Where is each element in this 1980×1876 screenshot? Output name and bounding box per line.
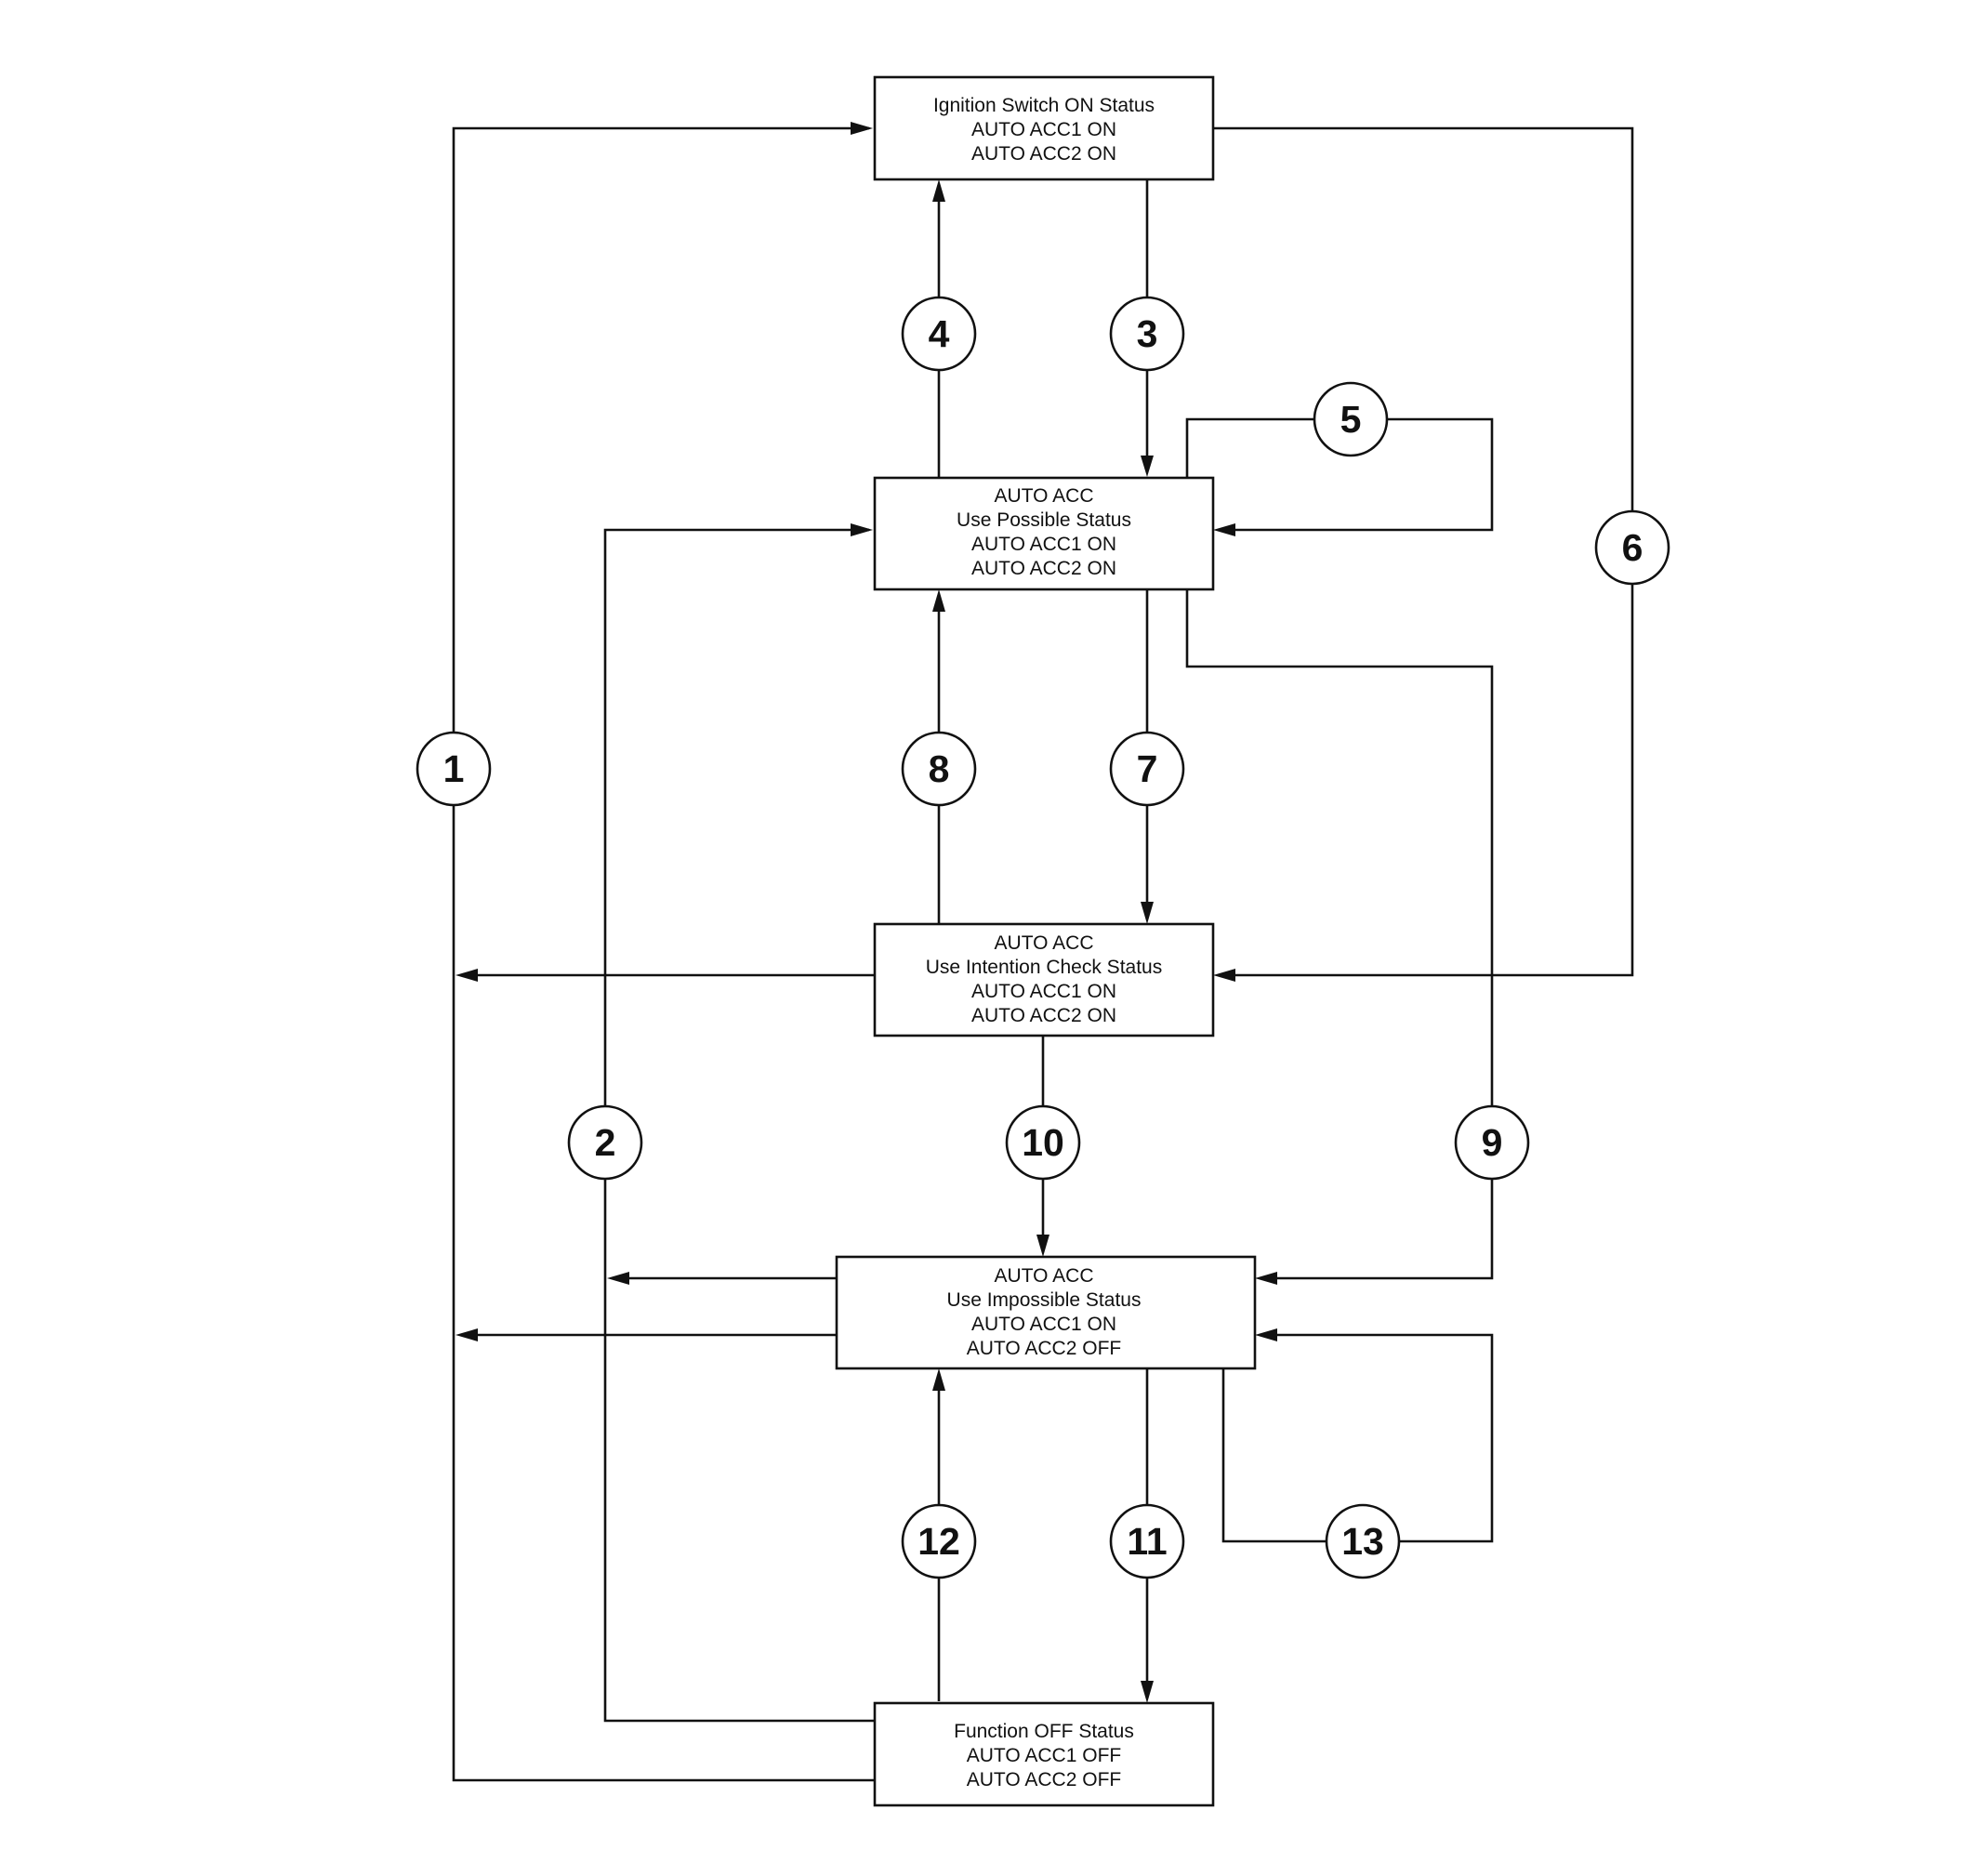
state-use-impossible-line-2: Use Impossible Status	[947, 1289, 1142, 1311]
state-use-possible: AUTO ACC Use Possible Status AUTO ACC1 O…	[873, 476, 1215, 591]
transition-label-5: 5	[1340, 398, 1362, 441]
state-intention-check-line-4: AUTO ACC2 ON	[971, 1005, 1116, 1026]
transition-line-2	[603, 528, 875, 1723]
transition-marker-6: 6	[1594, 509, 1670, 586]
transition-marker-10: 10	[1005, 1104, 1081, 1181]
state-use-possible-line-4: AUTO ACC2 ON	[971, 558, 1116, 579]
state-use-possible-line-3: AUTO ACC1 ON	[971, 534, 1116, 555]
arrowhead-right-ignition	[851, 122, 873, 135]
transition-label-6: 6	[1622, 526, 1643, 569]
state-function-off-line-3: AUTO ACC2 OFF	[967, 1769, 1121, 1790]
arrowhead-up-ignition	[932, 179, 945, 202]
transition-label-4: 4	[929, 312, 950, 355]
transition-label-9: 9	[1482, 1121, 1503, 1164]
arrowhead-left-intention	[1213, 969, 1235, 982]
state-function-off-line-2: AUTO ACC1 OFF	[967, 1745, 1121, 1766]
transition-marker-2: 2	[567, 1104, 643, 1181]
transition-marker-11: 11	[1109, 1503, 1185, 1579]
arrowhead-up-use-impossible	[932, 1368, 945, 1391]
transition-label-1: 1	[443, 747, 465, 790]
transition-label-2: 2	[595, 1121, 616, 1164]
transition-label-13: 13	[1341, 1520, 1384, 1563]
transition-marker-7: 7	[1109, 731, 1185, 807]
transition-line-5	[1185, 417, 1494, 532]
state-use-impossible: AUTO ACC Use Impossible Status AUTO ACC1…	[835, 1255, 1257, 1370]
arrowhead-left-use-possible	[1213, 523, 1235, 536]
state-use-impossible-line-4: AUTO ACC2 OFF	[967, 1338, 1121, 1359]
arrowhead-left-use-impossible-13	[1255, 1328, 1277, 1341]
state-intention-check: AUTO ACC Use Intention Check Status AUTO…	[873, 922, 1215, 1037]
state-ignition-on-line-2: AUTO ACC1 ON	[971, 119, 1116, 140]
transition-line-13	[1221, 1333, 1494, 1543]
state-intention-check-line-2: Use Intention Check Status	[926, 957, 1162, 978]
transition-marker-9: 9	[1454, 1104, 1530, 1181]
transition-marker-5: 5	[1313, 381, 1389, 457]
transition-label-12: 12	[917, 1520, 960, 1563]
arrowhead-down-use-impossible	[1036, 1235, 1049, 1257]
arrowhead-left-use-impossible-9	[1255, 1272, 1277, 1285]
state-use-impossible-line-3: AUTO ACC1 ON	[971, 1314, 1116, 1335]
arrowhead-left-trunk1-upper	[455, 969, 478, 982]
arrowhead-up-use-possible	[932, 589, 945, 612]
arrowhead-right-use-possible	[851, 523, 873, 536]
transition-line-6	[1212, 126, 1634, 977]
transition-label-8: 8	[929, 747, 950, 790]
transition-label-10: 10	[1022, 1121, 1064, 1164]
state-use-impossible-line-1: AUTO ACC	[995, 1265, 1094, 1287]
transition-label-7: 7	[1137, 747, 1158, 790]
arrowheads	[455, 122, 1277, 1703]
transition-marker-3: 3	[1109, 296, 1185, 372]
transition-markers: 1 2 3 4 5 6 7 8	[416, 296, 1670, 1579]
arrowhead-down-intention	[1141, 902, 1154, 924]
state-use-possible-line-1: AUTO ACC	[995, 485, 1094, 507]
transition-marker-4: 4	[901, 296, 977, 372]
state-function-off: Function OFF Status AUTO ACC1 OFF AUTO A…	[873, 1701, 1215, 1807]
state-function-off-line-1: Function OFF Status	[954, 1721, 1134, 1742]
state-intention-check-line-1: AUTO ACC	[995, 932, 1094, 954]
transition-line-1	[452, 126, 875, 1782]
state-ignition-on-line-1: Ignition Switch ON Status	[933, 95, 1155, 116]
state-use-possible-line-2: Use Possible Status	[957, 509, 1131, 531]
state-ignition-on: Ignition Switch ON Status AUTO ACC1 ON A…	[873, 75, 1215, 181]
transition-label-11: 11	[1127, 1520, 1167, 1563]
transition-marker-13: 13	[1325, 1503, 1401, 1579]
transition-marker-8: 8	[901, 731, 977, 807]
transition-marker-1: 1	[416, 731, 492, 807]
transition-label-3: 3	[1137, 312, 1158, 355]
arrowhead-left-trunk2	[607, 1272, 629, 1285]
arrowhead-left-trunk1-lower	[455, 1328, 478, 1341]
arrowhead-down-function-off	[1141, 1681, 1154, 1703]
state-intention-check-line-3: AUTO ACC1 ON	[971, 981, 1116, 1002]
state-ignition-on-line-3: AUTO ACC2 ON	[971, 143, 1116, 165]
transition-marker-12: 12	[901, 1503, 977, 1579]
arrowhead-down-use-possible	[1141, 456, 1154, 477]
transition-line-9	[1185, 589, 1494, 1280]
